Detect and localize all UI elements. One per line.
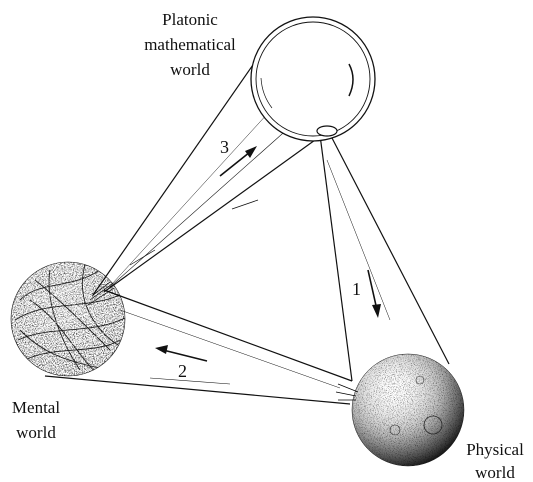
svg-text:world: world	[16, 423, 56, 442]
physical-world-sphere	[335, 353, 465, 467]
mental-emission-rays	[87, 281, 115, 306]
svg-text:world: world	[475, 463, 515, 482]
platonic-world-label: Platonic mathematical world	[144, 10, 236, 79]
arrow-3-number: 3	[220, 137, 229, 157]
cone-physical-to-platonic	[319, 134, 450, 382]
svg-text:mathematical: mathematical	[144, 35, 236, 54]
mental-world-sphere	[10, 261, 126, 377]
physical-emission-rays	[335, 383, 359, 401]
svg-text:world: world	[170, 60, 210, 79]
arrow-2	[155, 345, 208, 362]
platonic-world-sphere	[250, 16, 376, 142]
arrow-2-number: 2	[178, 361, 187, 381]
arrow-1	[367, 269, 381, 318]
cone-mental-to-physical	[44, 289, 353, 405]
physical-world-label: Physical world	[466, 440, 524, 482]
svg-text:Physical: Physical	[466, 440, 524, 459]
svg-text:Platonic: Platonic	[162, 10, 218, 29]
mental-world-label: Mental world	[12, 398, 60, 442]
arrow-1-number: 1	[352, 279, 361, 299]
arrow-3	[219, 146, 257, 177]
cone-platonic-to-mental	[92, 61, 323, 296]
svg-text:Mental: Mental	[12, 398, 60, 417]
